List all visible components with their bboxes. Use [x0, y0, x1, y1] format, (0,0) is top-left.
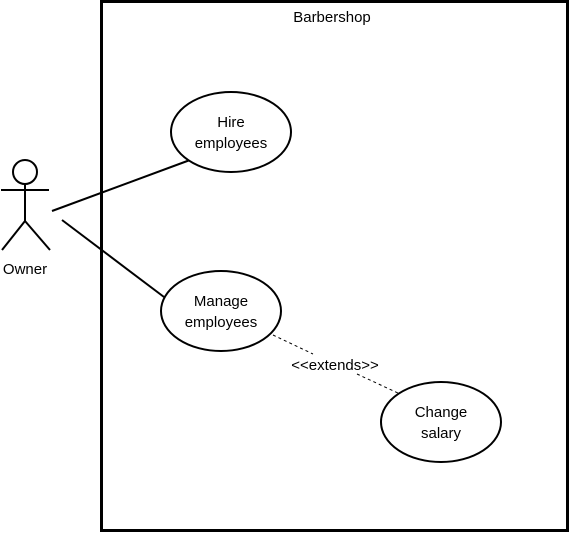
actor-left-leg	[1, 220, 26, 251]
actor-right-leg	[24, 220, 51, 251]
use-case-label-line2: salary	[421, 425, 462, 442]
actor-label: Owner	[3, 261, 47, 278]
association-hire	[51, 159, 191, 212]
actor-head	[12, 159, 38, 185]
use-case-label-line1: Manage	[194, 293, 248, 310]
use-case-ellipse	[160, 270, 282, 352]
extends-line-upper	[272, 334, 314, 355]
use-case-ellipse	[170, 91, 292, 173]
use-case-change-salary[interactable]: Change salary	[380, 381, 502, 463]
system-boundary	[100, 0, 569, 532]
association-manage	[61, 219, 165, 298]
use-case-hire-employees[interactable]: Hire employees	[170, 91, 292, 173]
use-case-label-line1: Hire	[217, 114, 245, 131]
extends-label: <<extends>>	[291, 357, 379, 374]
extends-line-lower	[356, 373, 401, 395]
system-title: Barbershop	[293, 9, 371, 26]
use-case-manage-employees[interactable]: Manage employees	[160, 270, 282, 352]
use-case-label-line1: Change	[415, 404, 468, 421]
use-case-label-line2: employees	[185, 314, 258, 331]
use-case-label-line2: employees	[195, 135, 268, 152]
use-case-ellipse	[380, 381, 502, 463]
actor-owner[interactable]: Owner	[1, 159, 51, 278]
